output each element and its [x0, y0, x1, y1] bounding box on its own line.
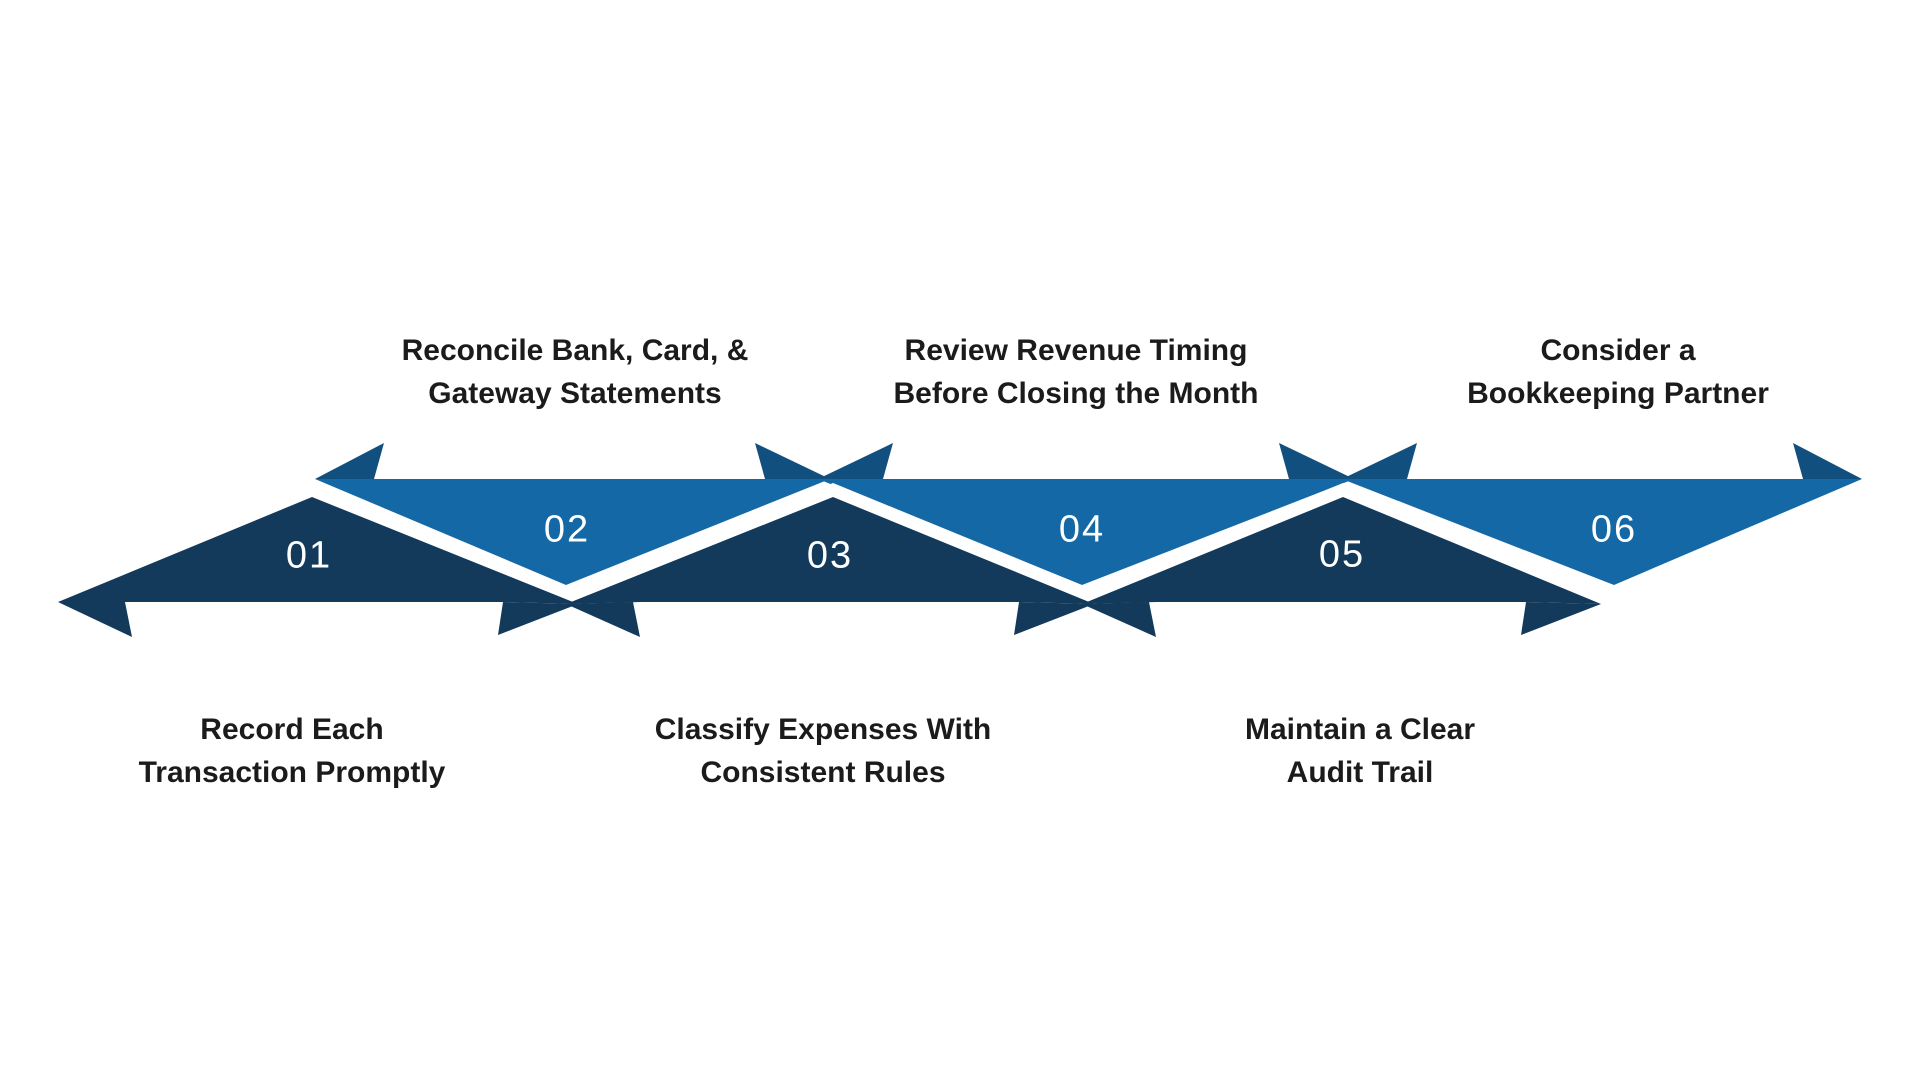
arrow-06-right-wing [1793, 443, 1862, 479]
arrow-06-left-wing [1342, 443, 1417, 479]
arrow-04-left-wing [818, 443, 893, 479]
arrow-03-body [566, 497, 1094, 604]
arrow-01-right-fin [498, 602, 578, 635]
step-label-02: Reconcile Bank, Card, & Gateway Statemen… [402, 329, 749, 415]
step-label-05-line1: Maintain a Clear [1244, 713, 1476, 746]
step-number-04: 04 [1058, 508, 1106, 551]
step-label-02-line2: Gateway Statements [428, 377, 722, 410]
step-number-03: 03 [806, 534, 854, 577]
arrowhead-wings [315, 443, 1862, 479]
step-label-04-line2: Before Closing the Month [893, 377, 1259, 410]
step-label-01-line2: Transaction Promptly [138, 756, 446, 789]
arrow-03-right-fin [1014, 602, 1094, 635]
step-label-01-line1: Record Each [200, 713, 384, 746]
step-label-03-line1: Classify Expenses With [654, 713, 992, 746]
step-label-06: Consider a Bookkeeping Partner [1467, 329, 1769, 415]
step-label-01: Record Each Transaction Promptly [139, 708, 446, 794]
step-label-05: Maintain a Clear Audit Trail [1245, 708, 1475, 794]
arrow-05-left-fin [1082, 602, 1156, 637]
arrow-01-left-fin [58, 602, 132, 637]
step-label-03: Classify Expenses With Consistent Rules [655, 708, 992, 794]
step-label-03-line2: Consistent Rules [700, 756, 946, 789]
arrow-05-body [1082, 497, 1601, 604]
arrow-03-left-fin [566, 602, 640, 637]
arrow-05-right-fin [1521, 602, 1601, 635]
arrow-02-left-wing [315, 443, 384, 479]
step-label-05-line2: Audit Trail [1286, 756, 1434, 789]
step-label-02-line1: Reconcile Bank, Card, & [401, 334, 749, 367]
arrow-01-body [58, 497, 578, 604]
step-label-06-line1: Consider a [1540, 334, 1696, 367]
step-number-06: 06 [1590, 508, 1638, 551]
arrow-02-body [315, 479, 830, 585]
step-label-04-line1: Review Revenue Timing [904, 334, 1248, 367]
dark-arrow-bodies [58, 497, 1601, 637]
arrow-06-body [1342, 479, 1862, 585]
step-number-05: 05 [1318, 533, 1366, 576]
arrow-02-right-wing [755, 443, 830, 479]
arrow-04-body [818, 479, 1354, 585]
light-arrow-bodies [315, 479, 1862, 585]
step-label-04: Review Revenue Timing Before Closing the… [894, 329, 1259, 415]
step-number-02: 02 [543, 508, 591, 551]
step-label-06-line2: Bookkeeping Partner [1467, 377, 1769, 410]
step-number-01: 01 [285, 534, 333, 577]
arrow-04-right-wing [1279, 443, 1354, 479]
